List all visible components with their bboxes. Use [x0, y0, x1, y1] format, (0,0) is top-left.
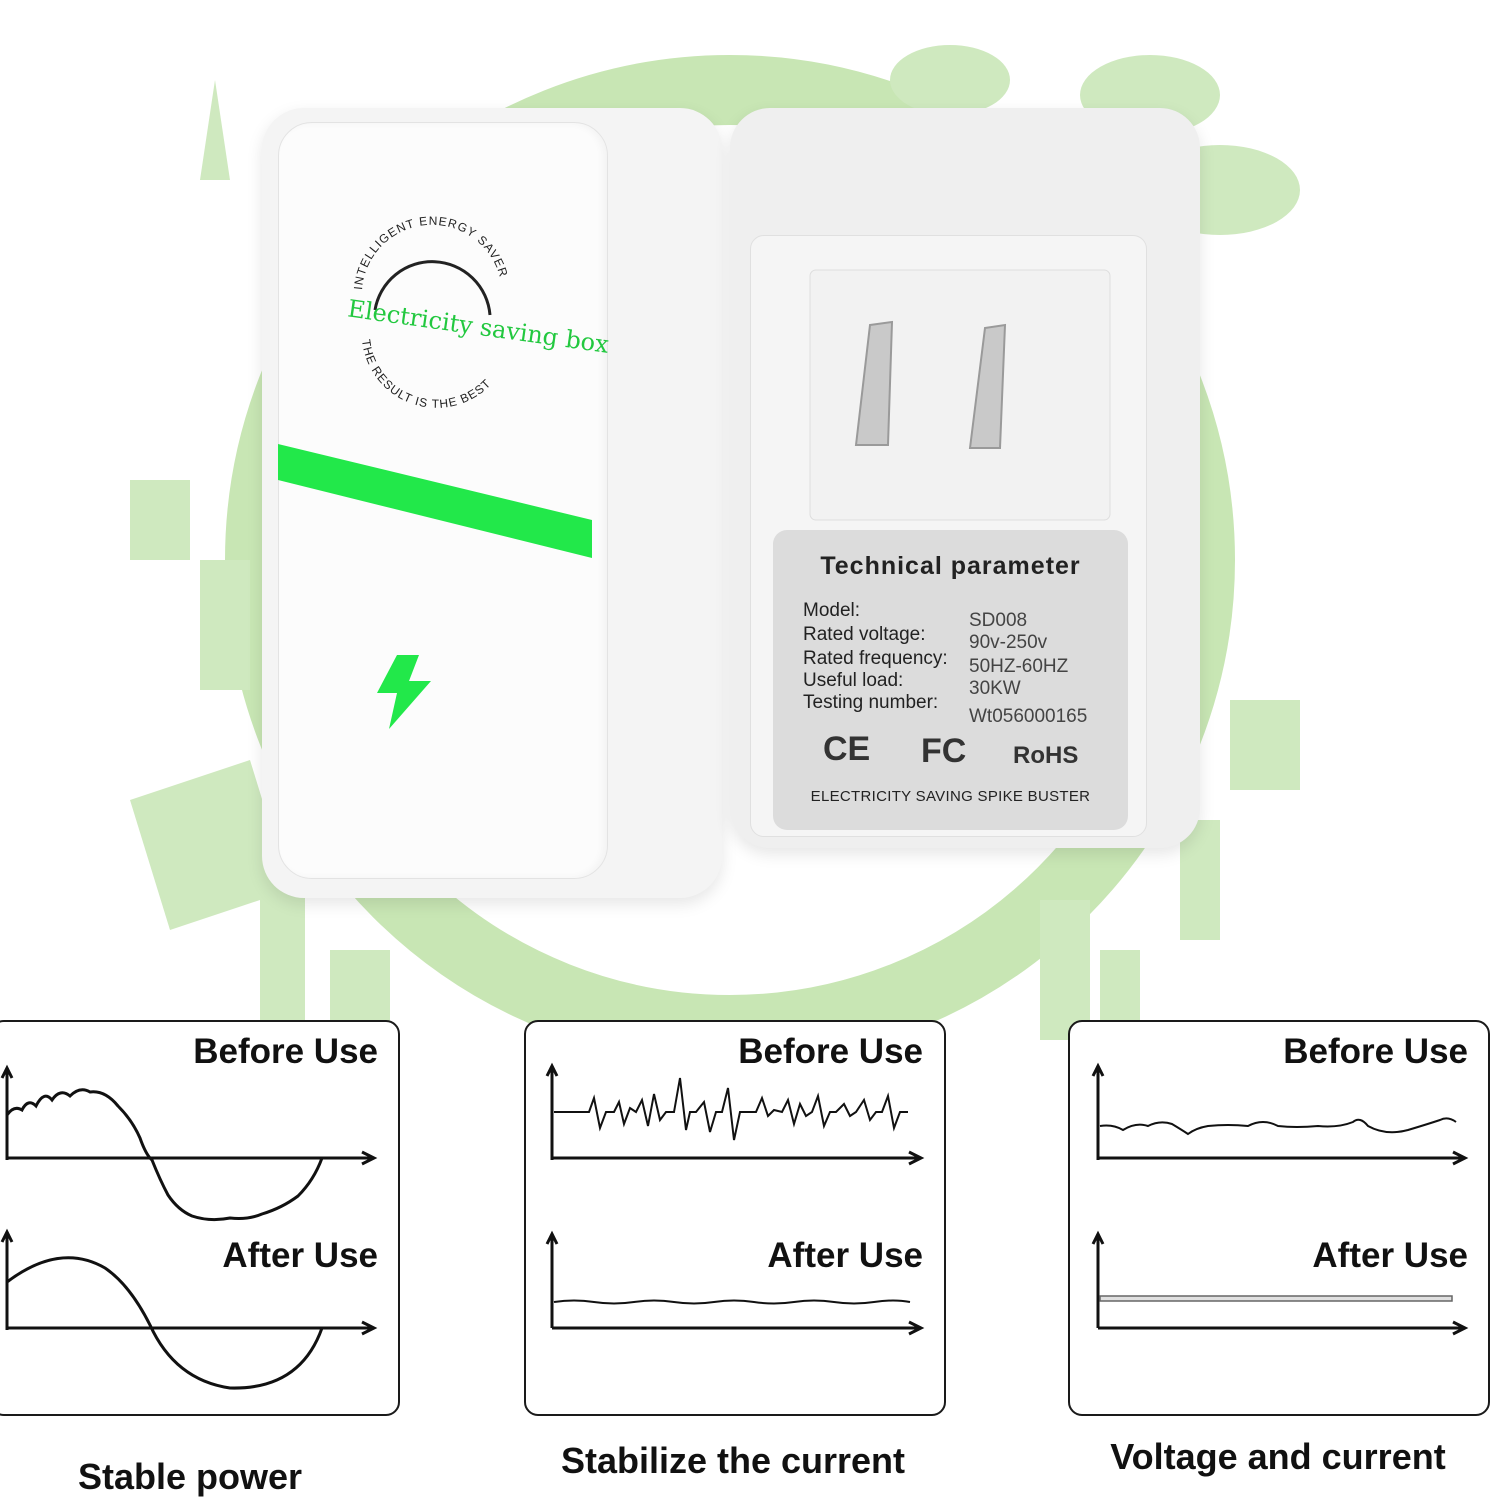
waveform-graph-stable-power [0, 1064, 378, 1390]
green-indicator-stripe [278, 444, 592, 558]
lightning-icon [377, 655, 431, 729]
label-row-key: Model: [803, 600, 861, 621]
panel-after-label: After Use [1312, 1236, 1468, 1275]
rohs-mark: RoHS [1013, 742, 1079, 769]
badge-arc-bottom-text: THE RESULT IS THE BEST [359, 338, 493, 411]
label-row-value: 30KW [969, 678, 1021, 699]
label-row-value: SD008 [969, 610, 1028, 631]
label-row-key: Rated frequency: [803, 648, 948, 669]
label-row-value: 90v-250v [969, 632, 1048, 653]
label-row-key: Testing number: [803, 692, 939, 713]
panel-before-label: Before Use [193, 1032, 378, 1071]
label-title: Technical parameter [820, 552, 1081, 580]
caption-voltage-current: Voltage and current [1110, 1436, 1446, 1477]
panel-before-label: Before Use [1283, 1032, 1468, 1071]
panel-after-label: After Use [767, 1236, 923, 1275]
svg-text:INTELLIGENT ENERGY SAVER: INTELLIGENT ENERGY SAVER [351, 214, 511, 291]
ce-mark: CE [823, 730, 871, 768]
panel-voltage-current [1068, 1020, 1490, 1416]
caption-stable-power: Stable power [77, 1456, 303, 1497]
panel-after-label: After Use [222, 1236, 378, 1275]
fcc-mark: FC [921, 732, 967, 770]
label-row-value: 50HZ-60HZ [969, 656, 1069, 677]
waveform-graph-voltage-current [1091, 1062, 1469, 1336]
panel-before-label: Before Use [738, 1032, 923, 1071]
caption-stabilize-current: Stabilize the current [560, 1440, 906, 1481]
energy-saver-badge: INTELLIGENT ENERGY SAVER THE RESULT IS T… [346, 214, 611, 411]
label-row-key: Useful load: [803, 670, 904, 691]
panel-stabilize-current [524, 1020, 946, 1416]
technical-parameter-label: Technical parameter Model: SD008 Rated v… [773, 530, 1128, 830]
svg-text:THE RESULT IS THE BEST: THE RESULT IS THE BEST [359, 338, 494, 411]
label-tagline: ELECTRICITY SAVING SPIKE BUSTER [810, 788, 1091, 805]
plug-prongs [809, 269, 1111, 521]
label-row-value: Wt056000165 [969, 706, 1088, 727]
label-row-key: Rated voltage: [803, 624, 926, 645]
badge-arc-top-text: INTELLIGENT ENERGY SAVER [351, 214, 510, 291]
waveform-graph-stabilize-current [545, 1062, 925, 1336]
